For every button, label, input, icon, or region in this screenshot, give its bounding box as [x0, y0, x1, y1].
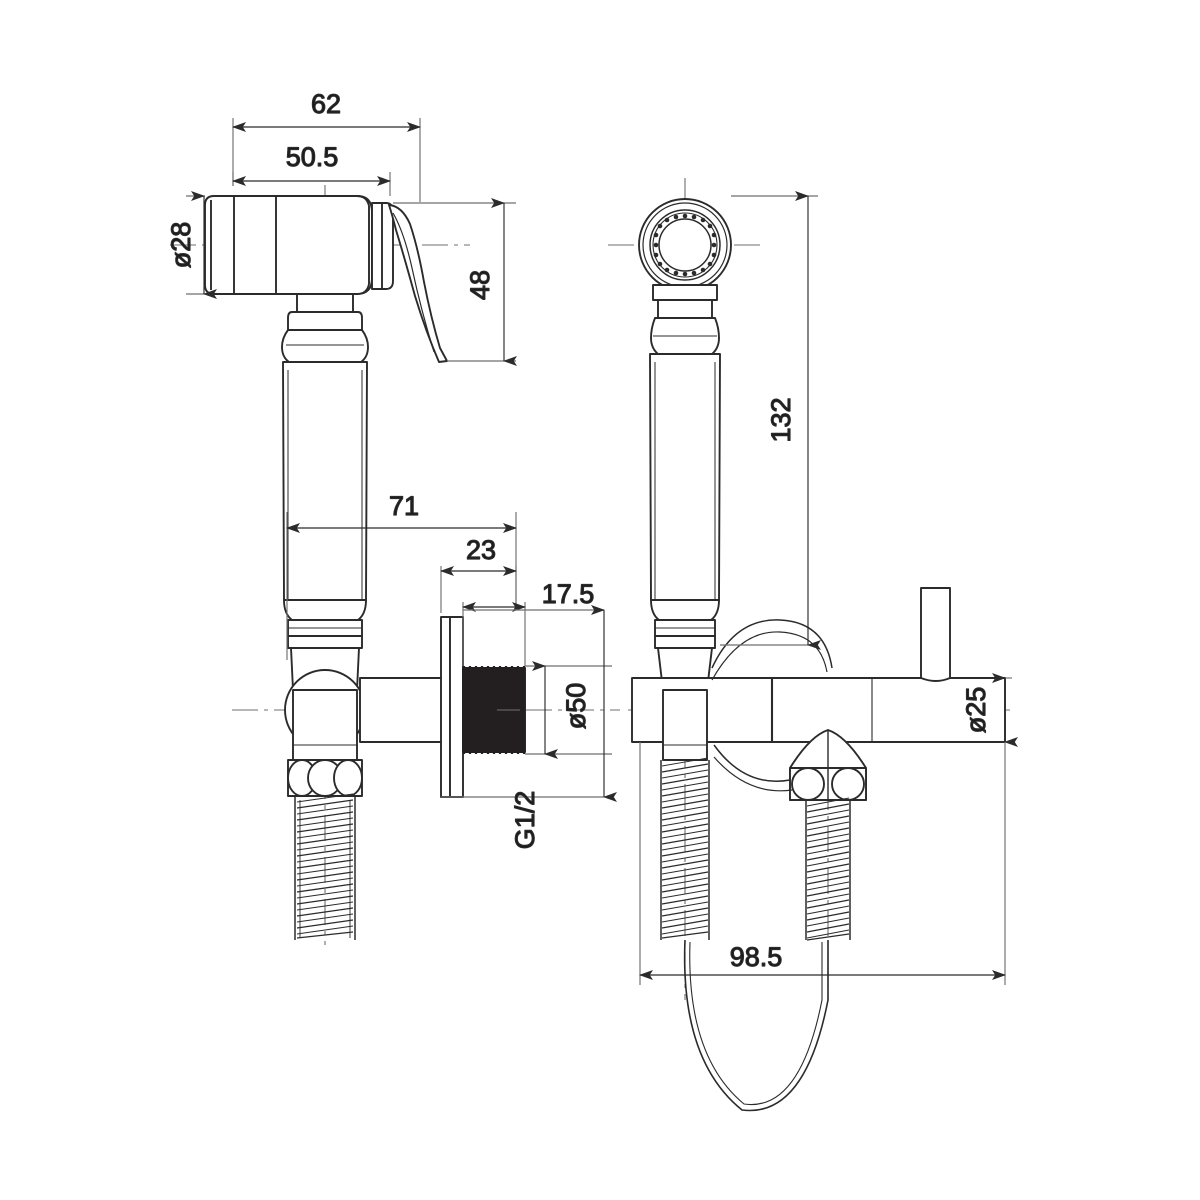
left-view	[170, 185, 620, 945]
handle-lower-collar	[283, 599, 367, 691]
hose-loop-upper	[711, 619, 833, 792]
handle-shank	[292, 689, 358, 761]
dim-62: 62	[232, 88, 421, 202]
handle-shank-right	[662, 689, 708, 761]
handle-body	[282, 361, 368, 613]
hose-loop-lower	[683, 939, 829, 1112]
flexible-hose-right-a	[660, 757, 710, 940]
flexible-hose-left	[294, 793, 356, 940]
spray-nozzle-face	[638, 198, 732, 292]
handle-lower-collar-right	[650, 599, 720, 691]
handle-body-right	[649, 353, 721, 613]
trigger-lever	[388, 204, 448, 363]
dim-d25: ø25	[960, 673, 1018, 747]
wall-flange-plate	[440, 616, 464, 798]
hose-hex-nut-right	[789, 729, 867, 801]
dim-50-5-label: 50.5	[286, 142, 339, 172]
valve-lever-stem	[920, 587, 951, 682]
dim-17-5: 17.5	[462, 578, 595, 666]
dim-d28-label: ø28	[166, 222, 196, 269]
dimension-layer: 62 50.5 ø28 48 71	[165, 88, 1018, 985]
outlet-arm	[359, 677, 447, 743]
nozzle-jet-holes	[653, 213, 717, 277]
sprayhead-barrel	[204, 195, 373, 295]
threaded-outlet-g12	[462, 666, 526, 754]
dim-23: 23	[440, 534, 517, 613]
hose-hex-nut	[287, 759, 363, 797]
dim-23-label: 23	[466, 535, 496, 565]
lever-pivot-collar	[371, 202, 394, 290]
dim-48: 48	[393, 198, 517, 366]
dim-71-label: 71	[389, 491, 419, 521]
dim-d25-label: ø25	[961, 687, 991, 734]
dim-98-5-label: 98.5	[730, 942, 783, 972]
right-view	[608, 178, 1010, 1112]
dim-g12-label: G1/2	[510, 791, 540, 850]
dim-g12: G1/2	[509, 790, 540, 850]
dim-132-label: 132	[766, 397, 796, 442]
dim-d50-label: ø50	[561, 683, 591, 730]
dim-98-5: 98.5	[639, 742, 1006, 985]
nozzle-collar-right	[650, 284, 720, 355]
dim-50-5: 50.5	[232, 141, 391, 196]
dim-48-label: 48	[465, 270, 495, 300]
flexible-hose-right-b	[805, 797, 851, 941]
dim-17-5-label: 17.5	[542, 579, 595, 609]
dim-d28: ø28	[165, 191, 217, 299]
dim-62-label: 62	[311, 89, 341, 119]
dim-132: 132	[720, 191, 821, 650]
dim-d50: ø50	[441, 605, 617, 802]
